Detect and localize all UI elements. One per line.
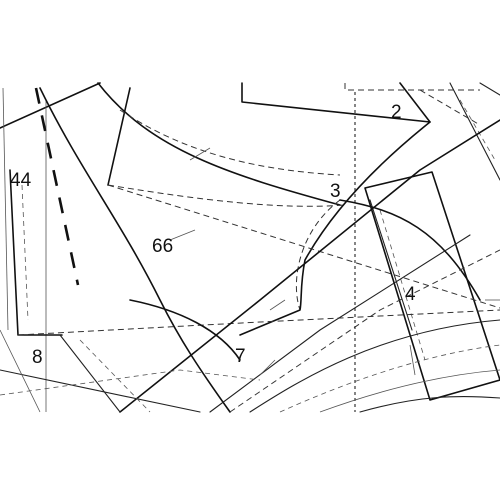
piece-outline-2	[241, 82, 431, 123]
pattern-line	[79, 339, 151, 413]
pattern-line	[239, 121, 431, 336]
pattern-line	[319, 369, 500, 413]
piece-number-4: 4	[405, 284, 416, 305]
pattern-line	[129, 299, 241, 361]
pattern-line	[34, 87, 80, 286]
pattern-line	[0, 369, 201, 413]
pattern-line	[295, 199, 341, 311]
pattern-line	[459, 99, 496, 161]
pattern-line	[229, 249, 500, 413]
pattern-line	[379, 209, 426, 361]
pattern-line	[209, 234, 471, 413]
pattern-line	[359, 395, 500, 413]
notch-mark	[259, 359, 276, 376]
pattern-line	[369, 199, 413, 331]
notch-mark	[409, 344, 416, 376]
piece-outline-66	[39, 87, 231, 413]
pattern-line	[119, 119, 500, 413]
piece-number-2: 2	[391, 102, 402, 123]
pattern-line	[249, 319, 500, 413]
pattern-line	[339, 199, 481, 301]
pattern-line	[0, 82, 101, 129]
piece-number-44: 44	[10, 170, 32, 191]
notch-mark	[269, 299, 286, 311]
pattern-line	[21, 184, 29, 321]
pattern-line	[107, 184, 500, 309]
piece-number-3: 3	[330, 181, 341, 202]
pattern-line	[449, 82, 500, 181]
notch-mark	[189, 147, 211, 161]
pattern-line	[0, 369, 261, 396]
pattern-line	[17, 309, 500, 336]
pattern-line	[97, 82, 341, 206]
pattern-line	[279, 344, 500, 413]
piece-number-7: 7	[235, 346, 246, 367]
piece-number-66: 66	[152, 236, 174, 257]
piece-outline-44	[9, 169, 63, 336]
piece-number-8: 8	[32, 347, 43, 368]
pattern-line	[119, 109, 341, 176]
notch-mark	[169, 229, 196, 241]
pattern-line	[107, 184, 346, 207]
pattern-line	[419, 89, 481, 126]
pattern-line	[2, 87, 9, 331]
pattern-line	[344, 83, 480, 91]
pattern-line	[479, 82, 500, 96]
piece-outline-4	[364, 171, 500, 401]
pattern-line	[59, 334, 121, 413]
pattern-line	[107, 87, 131, 186]
pattern-line	[0, 329, 41, 413]
